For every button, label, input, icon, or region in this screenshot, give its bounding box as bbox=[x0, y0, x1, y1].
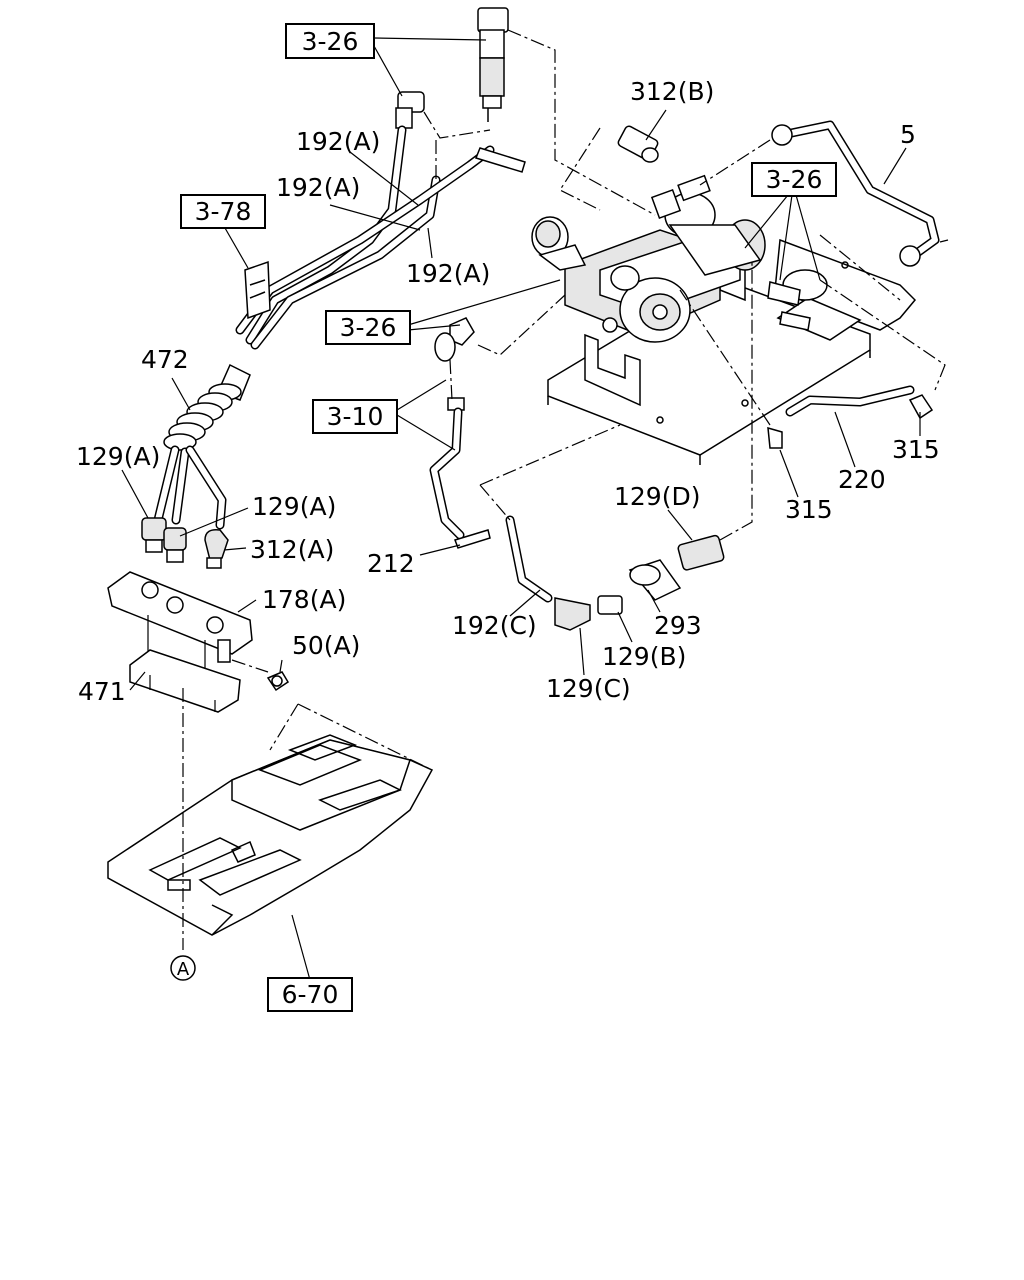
ref-box-3-78[interactable]: 3-78 bbox=[180, 194, 266, 229]
callout-5: 5 bbox=[900, 120, 916, 149]
top-sensor bbox=[477, 7, 509, 122]
hoses-192a bbox=[235, 125, 526, 350]
svg-text:3-10: 3-10 bbox=[327, 402, 384, 431]
callout-129d: 129(D) bbox=[614, 482, 700, 511]
callout-312a: 312(A) bbox=[250, 535, 334, 564]
callout-129a-1: 129(A) bbox=[76, 442, 160, 471]
ref-box-3-26-right[interactable]: 3-26 bbox=[751, 162, 837, 197]
fitting-312b bbox=[617, 125, 659, 163]
ref-box-3-26-mid[interactable]: 3-26 bbox=[325, 310, 411, 345]
callout-192a-2: 192(A) bbox=[276, 173, 360, 202]
floor-panel bbox=[107, 703, 434, 936]
callout-312b: 312(B) bbox=[630, 77, 714, 106]
svg-text:3-26: 3-26 bbox=[302, 27, 359, 56]
callout-315-2: 315 bbox=[892, 435, 940, 464]
callout-192c: 192(C) bbox=[452, 611, 537, 640]
callout-472: 472 bbox=[141, 345, 189, 374]
hose-220 bbox=[767, 385, 934, 449]
ref-box-6-70[interactable]: 6-70 bbox=[267, 977, 353, 1012]
callout-220: 220 bbox=[838, 465, 886, 494]
hose-192c-group bbox=[505, 515, 725, 631]
callout-129b: 129(B) bbox=[602, 642, 686, 671]
svg-text:6-70: 6-70 bbox=[282, 980, 339, 1009]
ref-box-3-26-top[interactable]: 3-26 bbox=[285, 23, 375, 59]
svg-text:3-26: 3-26 bbox=[340, 313, 397, 342]
callout-192a-1: 192(A) bbox=[296, 127, 380, 156]
svg-text:3-78: 3-78 bbox=[195, 197, 252, 226]
callout-212: 212 bbox=[367, 549, 415, 578]
grommet-472 bbox=[153, 363, 251, 530]
leader-lines bbox=[121, 29, 949, 981]
top-elbow bbox=[395, 91, 425, 129]
pipe-5 bbox=[771, 120, 940, 267]
callout-178a: 178(A) bbox=[262, 585, 346, 614]
callout-129a-2: 129(A) bbox=[252, 492, 336, 521]
callout-192a-3: 192(A) bbox=[406, 259, 490, 288]
callout-129c: 129(C) bbox=[546, 674, 631, 703]
reference-point-a: A bbox=[170, 955, 196, 981]
plate-178a bbox=[107, 571, 290, 713]
callout-315-1: 315 bbox=[785, 495, 833, 524]
callout-471: 471 bbox=[78, 677, 126, 706]
callout-50a: 50(A) bbox=[292, 631, 360, 660]
callout-293: 293 bbox=[654, 611, 702, 640]
svg-text:A: A bbox=[177, 959, 190, 980]
valve-assembly bbox=[531, 174, 862, 407]
ref-box-3-10[interactable]: 3-10 bbox=[312, 399, 398, 434]
fittings-129a bbox=[141, 517, 229, 569]
hose-212-group bbox=[429, 317, 491, 549]
bracket-378 bbox=[244, 260, 271, 320]
svg-text:3-26: 3-26 bbox=[766, 165, 823, 194]
